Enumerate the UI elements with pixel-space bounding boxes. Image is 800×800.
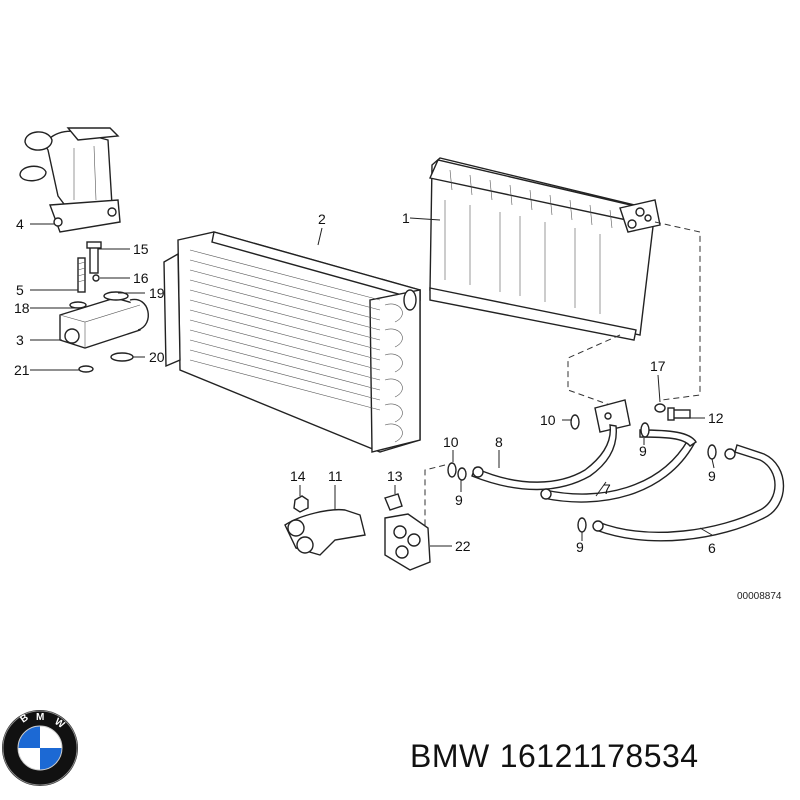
callout-2: 2 — [318, 211, 326, 227]
connector-block-part — [284, 493, 431, 571]
callout-16: 16 — [133, 270, 149, 286]
heater-core-part — [429, 157, 661, 341]
o-ring-set — [447, 414, 717, 533]
callout-5: 5 — [16, 282, 24, 298]
evaporator-part — [163, 231, 421, 453]
callout-9-a: 9 — [455, 492, 463, 508]
connection-line-mid — [567, 334, 621, 406]
callout-22: 22 — [455, 538, 471, 554]
callout-10-a: 10 — [443, 434, 459, 450]
callout-17: 17 — [650, 358, 666, 374]
refrigerant-pipes-part — [471, 399, 785, 542]
brand-name: BMW — [410, 738, 490, 774]
part-number: 16121178534 — [499, 738, 699, 774]
callout-21: 21 — [14, 362, 30, 378]
nut-and-bolt-part — [654, 403, 691, 421]
callout-13: 13 — [387, 468, 403, 484]
bmw-roundel-icon: B M W — [2, 710, 78, 786]
callout-14: 14 — [290, 468, 306, 484]
callout-19: 19 — [149, 285, 165, 301]
screw-part — [77, 241, 102, 293]
callout-20: 20 — [149, 349, 165, 365]
callout-1: 1 — [402, 210, 410, 226]
callout-15: 15 — [133, 241, 149, 257]
callout-12: 12 — [708, 410, 724, 426]
leader-lines — [30, 217, 715, 547]
callout-9-d: 9 — [576, 539, 584, 555]
callout-6: 6 — [708, 540, 716, 556]
callout-10-b: 10 — [540, 412, 556, 428]
svg-text:M: M — [36, 712, 44, 723]
callout-9-c: 9 — [708, 468, 716, 484]
expansion-valve-part — [59, 291, 149, 373]
callout-4: 4 — [16, 216, 24, 232]
callout-7: 7 — [603, 481, 611, 497]
diagram-reference-code: 00008874 — [737, 591, 782, 602]
callout-18: 18 — [14, 300, 30, 316]
callout-3: 3 — [16, 332, 24, 348]
callout-labels: 1 2 3 4 5 6 7 8 9 9 9 9 10 10 11 12 13 1… — [14, 210, 782, 602]
connection-line-lower — [404, 464, 446, 536]
callout-11: 11 — [328, 468, 343, 484]
callout-8: 8 — [495, 434, 503, 450]
callout-9-b: 9 — [639, 443, 647, 459]
connection-line-upper — [654, 221, 701, 401]
valve-housing-part — [19, 127, 121, 233]
